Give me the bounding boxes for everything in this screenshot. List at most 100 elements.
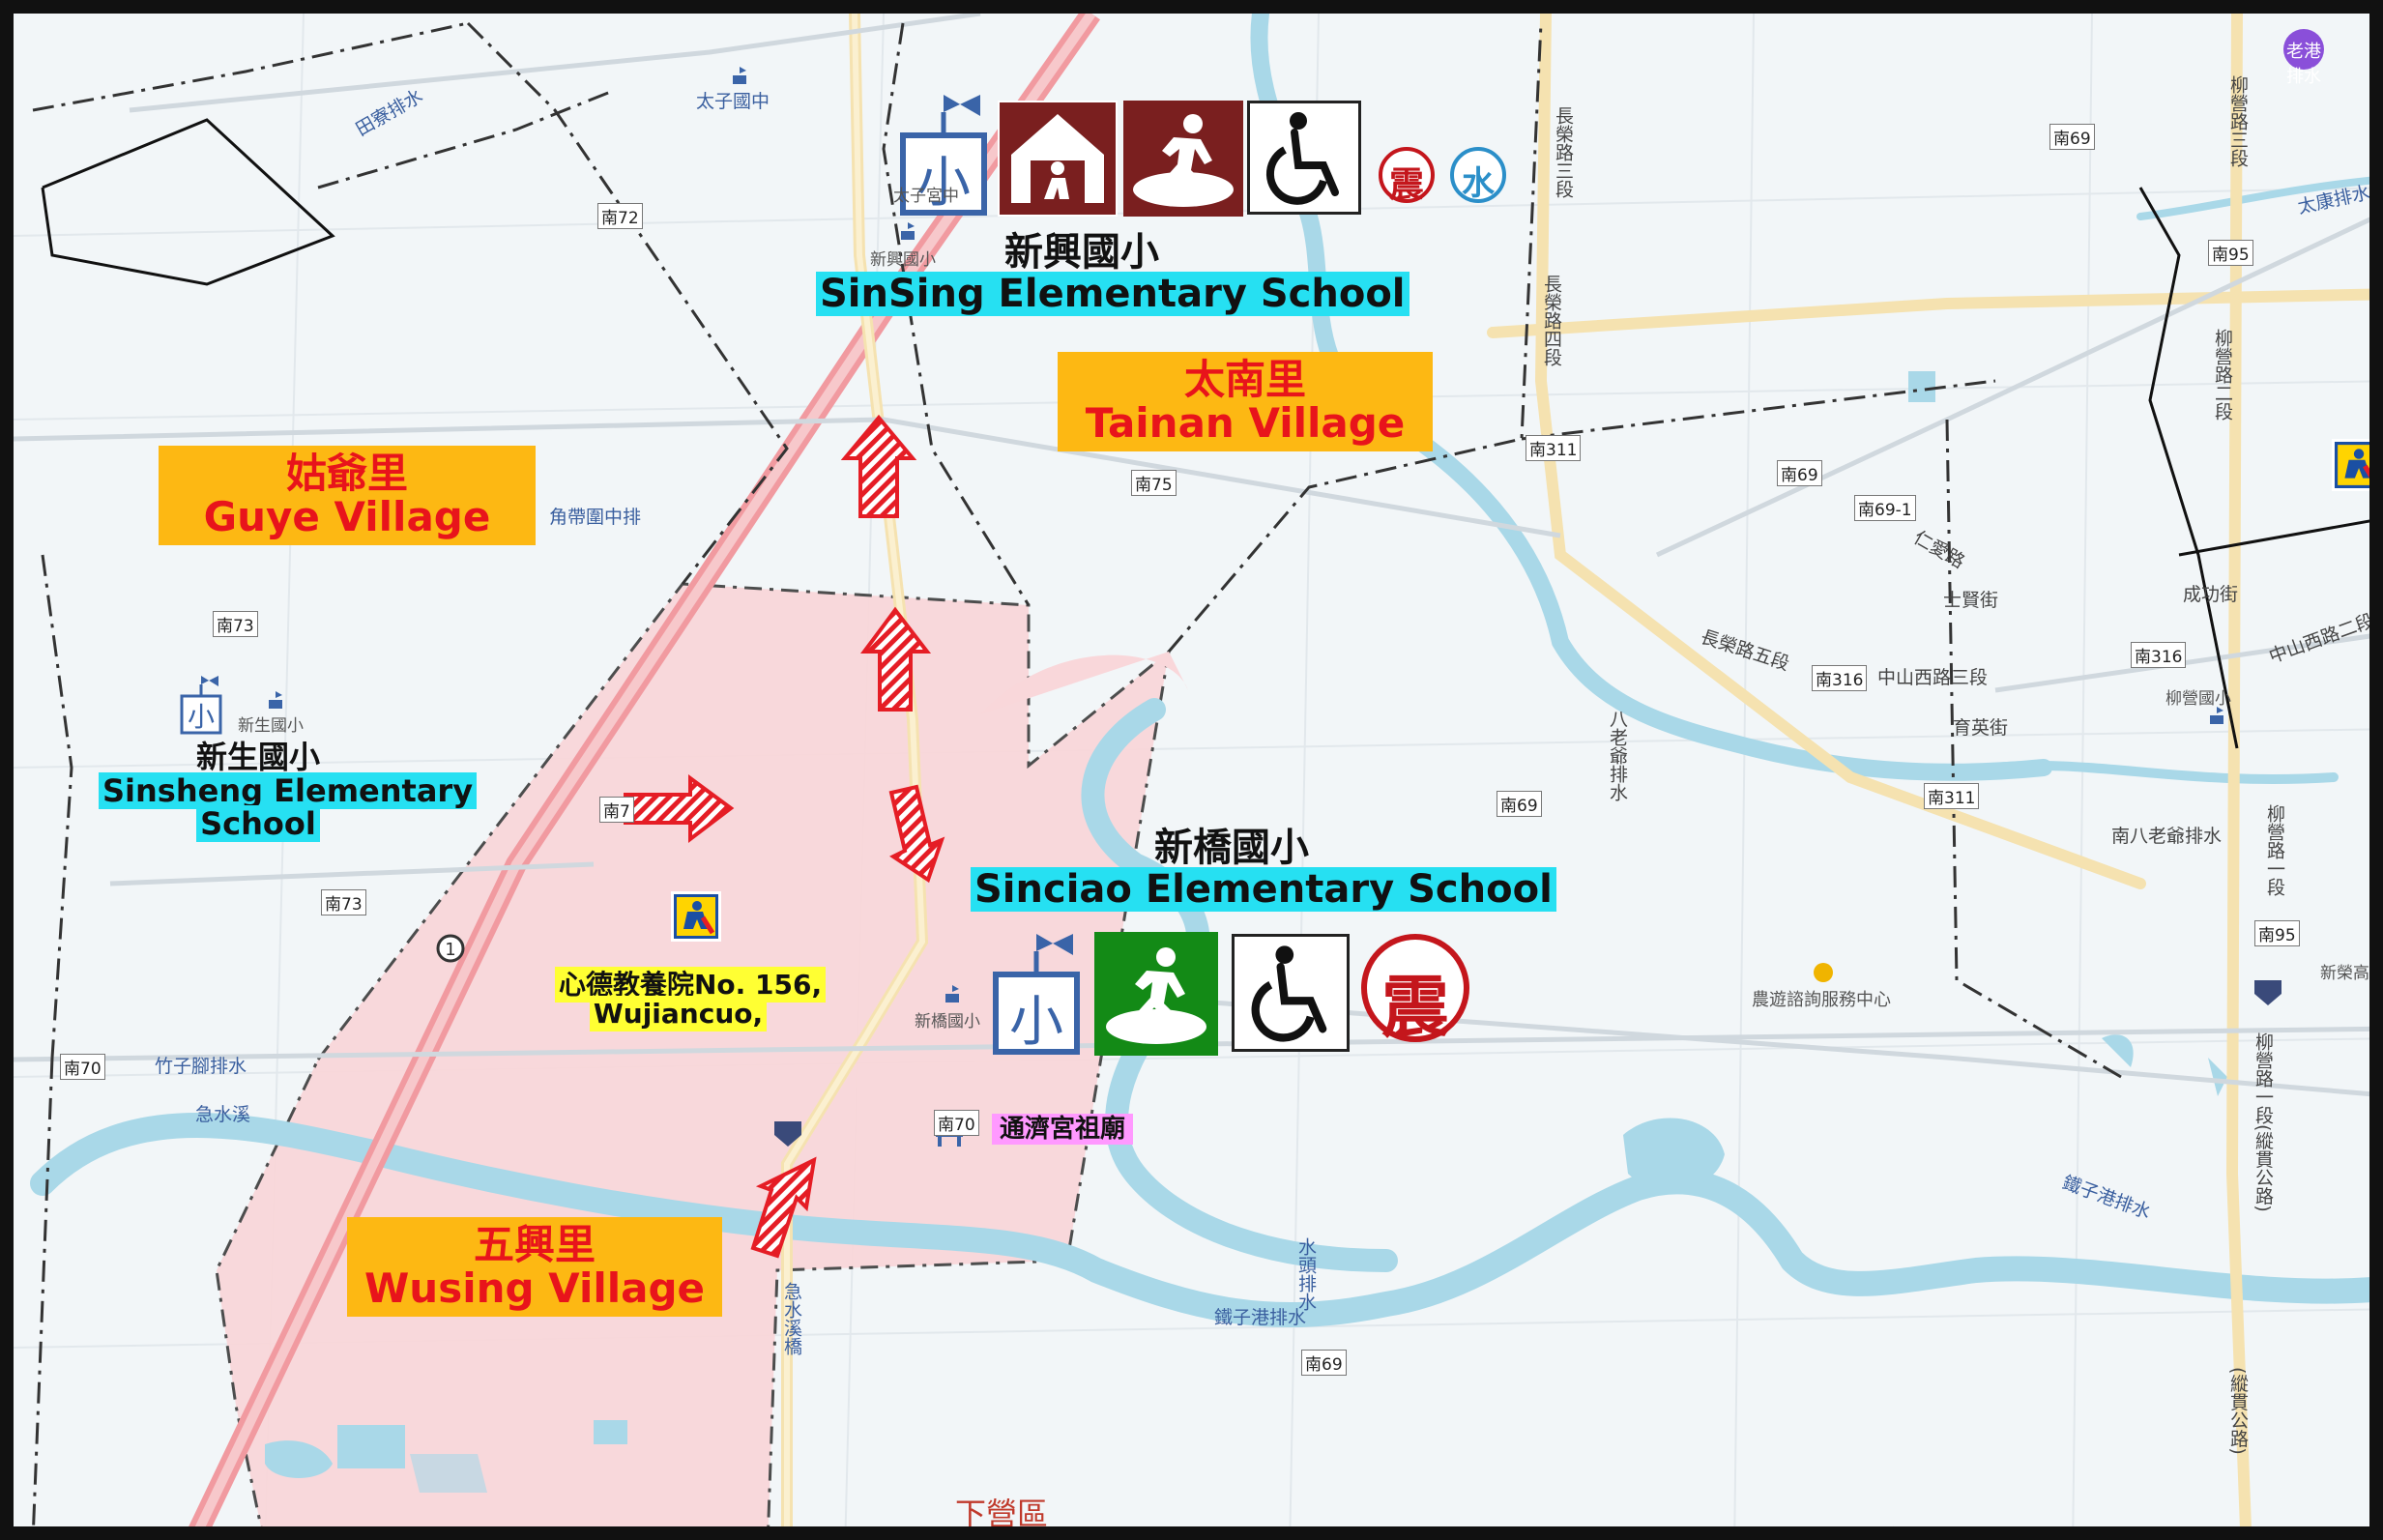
road-label: 南73 (321, 889, 366, 915)
place-label: 鐵子港排水 (1214, 1307, 1307, 1328)
place-label: 太子宮中 (893, 187, 959, 206)
arrow-south (888, 784, 945, 884)
place-label: 新橋國小 (915, 1012, 980, 1032)
road-label: 南95 (2208, 240, 2253, 266)
school-zh: 新興國小 (1004, 230, 1159, 275)
school-pin-icon (944, 984, 961, 1003)
place-label: 角帶圍中排 (549, 507, 642, 528)
place-label: 柳營國小 (2165, 689, 2231, 709)
flood-shelter-icon: 水 (1450, 147, 1506, 203)
place-label: 新生國小 (238, 716, 304, 736)
school-pin-icon (899, 221, 916, 241)
place-label: 長榮路四段 (1541, 275, 1562, 366)
road-label: 南70 (60, 1054, 105, 1080)
place-label: 育英街 (1953, 717, 2009, 739)
arrow-north-top (840, 414, 917, 518)
quake-char: 震 (1388, 165, 1424, 205)
earthquake-shelter-icon: 震 (1361, 934, 1469, 1047)
road-label: 南69 (1497, 791, 1542, 817)
place-label: 柳營路三段 (2227, 75, 2249, 167)
elementary-school-icon: 小 (899, 93, 988, 217)
school-icon-char: 小 (916, 152, 971, 215)
place-label: 急水溪橋 (781, 1282, 802, 1355)
road-label: 南311 (1526, 435, 1582, 461)
road-label: 南75 (1131, 470, 1177, 496)
school-pin-icon (731, 66, 748, 85)
road-label: 南95 (2254, 920, 2300, 946)
jishui-river (30, 1113, 2369, 1327)
shelter-note: 心德教養院No. 156, Wujiancuo, (555, 967, 827, 1032)
road-label: 南7 (599, 797, 634, 823)
district-label: 下營區 (955, 1496, 1049, 1532)
school-en: SinSing Elementary School (816, 272, 1409, 317)
village-label-guye: 姑爺里 Guye Village (159, 446, 536, 545)
place-label: 水頭排水 (1295, 1237, 1317, 1311)
place-label: 長榮路三段 (1553, 106, 1574, 198)
school-zh: 新生國小 (195, 739, 320, 775)
school-label-sinsing: 新興國小 SinSing Elementary School (816, 230, 1409, 317)
road-label: 南73 (213, 611, 258, 637)
place-label: 竹子腳排水 (155, 1056, 247, 1077)
temple-note: 通濟宮祖廟 (992, 1114, 1134, 1146)
road-label: 南69 (2049, 124, 2095, 150)
evacuation-arrows (624, 414, 945, 1259)
svg-text:1: 1 (445, 940, 455, 960)
school-label-sinsheng: 新生國小 Sinsheng Elementary School (99, 739, 478, 843)
road-label: 南316 (1812, 665, 1868, 691)
village-en: Guye Village (203, 493, 491, 541)
school-icon-char: 小 (187, 701, 215, 733)
shelter-note-line1: 心德教養院No. 156, (555, 967, 827, 1002)
village-en: Wusing Village (363, 1264, 706, 1313)
road-label: 南70 (934, 1110, 979, 1136)
village-label-wusing: 五興里 Wusing Village (347, 1217, 722, 1317)
arrow-north-mid (860, 606, 932, 712)
place-label: 成功街 (2183, 584, 2239, 605)
school-label-sinciao: 新橋國小 Sinciao Elementary School (971, 826, 1556, 913)
school-en-line1: Sinsheng Elementary (99, 771, 478, 809)
fang-badge-text: 老港排水 (2286, 42, 2321, 87)
place-label: 新興國小 (870, 250, 936, 270)
school-pin-icon (267, 690, 284, 710)
village-zh: 太南里 (1183, 356, 1306, 403)
accessible-icon (1232, 934, 1350, 1052)
place-label: 新榮高中 (2320, 964, 2383, 983)
village-label-tainan: 太南里 Tainan Village (1058, 352, 1433, 451)
village-en: Tainan Village (1085, 399, 1406, 448)
shelter-icon (671, 891, 721, 942)
school-en: Sinciao Elementary School (971, 867, 1556, 913)
school-pin-icon (2208, 706, 2225, 725)
evacuation-point-icon (1123, 101, 1243, 217)
place-label: 柳營路一段(縱貫公路) (2252, 1032, 2274, 1212)
road-label: 南69 (1777, 460, 1822, 486)
shelter-note-line2: Wujiancuo, (589, 996, 768, 1032)
school-en-line2: School (196, 805, 320, 843)
indoor-shelter-icon (998, 101, 1118, 217)
elementary-school-icon: 小 (180, 675, 222, 735)
shelter-icon (2332, 439, 2369, 491)
village-zh: 姑爺里 (285, 450, 408, 497)
farm-center-icon (1814, 963, 1833, 982)
place-label: 鐵子港303巷 (1889, 1525, 1998, 1540)
village-zh: 五興里 (473, 1221, 596, 1268)
place-label: 急水溪 (195, 1104, 251, 1125)
place-label: 士賢街 (1943, 590, 1999, 611)
place-label: 柳營路一段 (2264, 804, 2285, 896)
road-label: 南69 (1301, 1350, 1347, 1376)
school-zh: 新橋國小 (1154, 826, 1309, 870)
road-label: 南72 (597, 203, 643, 229)
place-label: (縱貫公路) (2227, 1367, 2249, 1455)
accessible-icon (1247, 101, 1361, 215)
place-label: 太子國中 (696, 91, 770, 112)
place-label: 八老爺排水 (1607, 710, 1628, 801)
fang-badge: 老港排水 (2283, 29, 2324, 87)
road-label: 南69-1 (1854, 495, 1916, 521)
quake-char: 震 (1381, 968, 1449, 1047)
road-label: 南316 (2131, 642, 2187, 668)
elementary-school-icon: 小 (992, 932, 1081, 1056)
road-label: 南311 (1924, 783, 1980, 809)
school-icon-char: 小 (1009, 991, 1063, 1054)
earthquake-shelter-icon: 震 (1379, 147, 1435, 205)
place-label: 農遊諮詢服務中心 (1752, 990, 1891, 1010)
place-label: 南八老爺排水 (2111, 826, 2223, 847)
